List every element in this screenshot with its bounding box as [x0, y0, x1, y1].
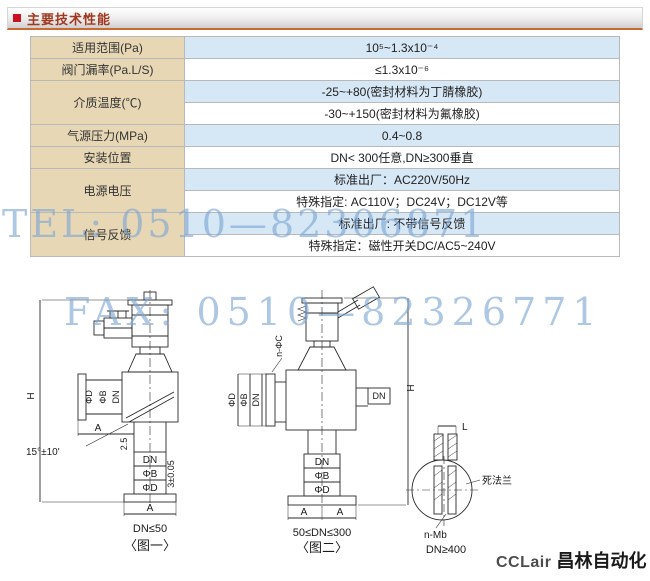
fig2-dim-phiB: ΦB	[239, 393, 249, 406]
detail-nmb-label: n-Mb	[424, 530, 447, 541]
row-value: 标准出厂: 不带信号反馈	[184, 212, 620, 235]
fig1-angle-label: 15°±10'	[26, 447, 60, 458]
row-label: 阀门漏率(Pa.L/S)	[30, 58, 185, 81]
red-square-bullet-icon	[13, 14, 21, 22]
fig1-range-label: DN≤50	[133, 523, 167, 535]
table-row: 安装位置 DN< 300任意,DN≥300垂直	[30, 146, 620, 169]
fig2-dim-a1: A	[301, 507, 308, 518]
figure-1-drawing: H ΦD ΦB DN A 15°±10' 2.5 3±0.05 DN ΦB ΦD…	[26, 290, 179, 553]
row-label: 气源压力(MPa)	[30, 124, 185, 147]
row-value: 标准出厂：AC220V/50Hz	[184, 168, 620, 191]
fig1-dim-phiB: ΦB	[98, 390, 108, 403]
fig2-dim-a2: A	[337, 507, 344, 518]
fig1-flange-dn: DN	[143, 455, 157, 466]
table-row: -30~+150(密封材料为氟橡胶)	[31, 102, 620, 125]
fig1-depth-label: 3±0.05	[166, 460, 176, 487]
fig2-range-label: 50≤DN≤300	[293, 527, 352, 539]
figure-2-drawing: n-ΦC H ΦD ΦB DN DN DN ΦB ΦD A A 50≤DN≤30…	[227, 286, 417, 555]
fig2-geometry	[237, 286, 409, 520]
table-row: 电源电压 标准出厂：AC220V/50Hz	[30, 168, 620, 213]
row-value: -25~+80(密封材料为丁腈橡胶)	[184, 80, 620, 103]
table-row: 特殊指定：磁性开关DC/AC5~240V	[31, 234, 620, 257]
row-value: -30~+150(密封材料为氟橡胶)	[184, 102, 620, 125]
fig2-dim-phiD: ΦD	[227, 393, 237, 407]
fig2-flange-phiD: ΦD	[314, 485, 329, 496]
detail-blind-flange-label: 死法兰	[482, 474, 512, 487]
fig1-seat-label: 2.5	[119, 438, 129, 451]
row-label: 适用范围(Pa)	[30, 36, 185, 59]
row-value: 0.4~0.8	[184, 124, 620, 147]
section-title: 主要技术性能	[27, 11, 112, 27]
fig1-dim-dn: DN	[111, 391, 121, 404]
row-value: DN< 300任意,DN≥300垂直	[184, 146, 620, 169]
fig2-dim-dn: DN	[251, 394, 261, 407]
flange-detail-drawing: L 死法兰 n-Mb DN≥400	[406, 422, 512, 556]
fig2-caption: 〈图二〉	[296, 540, 348, 555]
brand-logo-cn: 昌林自动化	[556, 551, 647, 571]
table-row: 特殊指定: AC110V；DC24V；DC12V等	[31, 190, 620, 213]
section-header: 主要技术性能	[7, 7, 643, 30]
fig2-body-dn: DN	[373, 391, 386, 401]
brand-logo: CCLair 昌林自动化	[496, 547, 646, 573]
row-value: 特殊指定：磁性开关DC/AC5~240V	[184, 234, 620, 257]
row-label: 安装位置	[30, 146, 185, 169]
table-row: 介质温度(℃) -25~+80(密封材料为丁腈橡胶)	[30, 80, 620, 125]
detail-dim-l: L	[462, 422, 468, 433]
fig1-flange-phiB: ΦB	[143, 469, 158, 480]
row-value: 特殊指定: AC110V；DC24V；DC12V等	[184, 190, 620, 213]
table-row: 信号反馈 标准出厂: 不带信号反馈	[30, 212, 620, 257]
fig1-dim-h: H	[26, 392, 37, 399]
detail-range-label: DN≥400	[426, 544, 466, 556]
fig1-flange-phiD: ΦD	[142, 483, 157, 494]
table-row: 阀门漏率(Pa.L/S) ≤1.3x10⁻⁶	[30, 58, 620, 81]
fig2-flange-dn: DN	[315, 457, 329, 468]
row-value: ≤1.3x10⁻⁶	[184, 58, 620, 81]
brand-logo-en: CCLair	[496, 554, 552, 571]
table-row: 适用范围(Pa) 10⁵~1.3x10⁻⁴	[30, 36, 620, 59]
fig2-nphic-label: n-ΦC	[274, 335, 284, 357]
fig1-dim-a-bottom: A	[147, 503, 154, 514]
fig1-caption: 〈图一〉	[124, 538, 176, 553]
fig1-dim-a-side: A	[95, 423, 102, 434]
fig2-dim-h: H	[406, 384, 417, 391]
detail-geometry	[406, 425, 481, 529]
fig1-geometry	[39, 290, 179, 516]
fig2-flange-phiB: ΦB	[315, 471, 330, 482]
row-label: 信号反馈	[30, 212, 185, 257]
spec-table: 适用范围(Pa) 10⁵~1.3x10⁻⁴ 阀门漏率(Pa.L/S) ≤1.3x…	[30, 36, 620, 257]
fig1-dim-phiD: ΦD	[84, 390, 94, 404]
table-row: 气源压力(MPa) 0.4~0.8	[30, 124, 620, 147]
row-label: 介质温度(℃)	[30, 80, 185, 125]
row-value: 10⁵~1.3x10⁻⁴	[184, 36, 620, 59]
row-label: 电源电压	[30, 168, 185, 213]
